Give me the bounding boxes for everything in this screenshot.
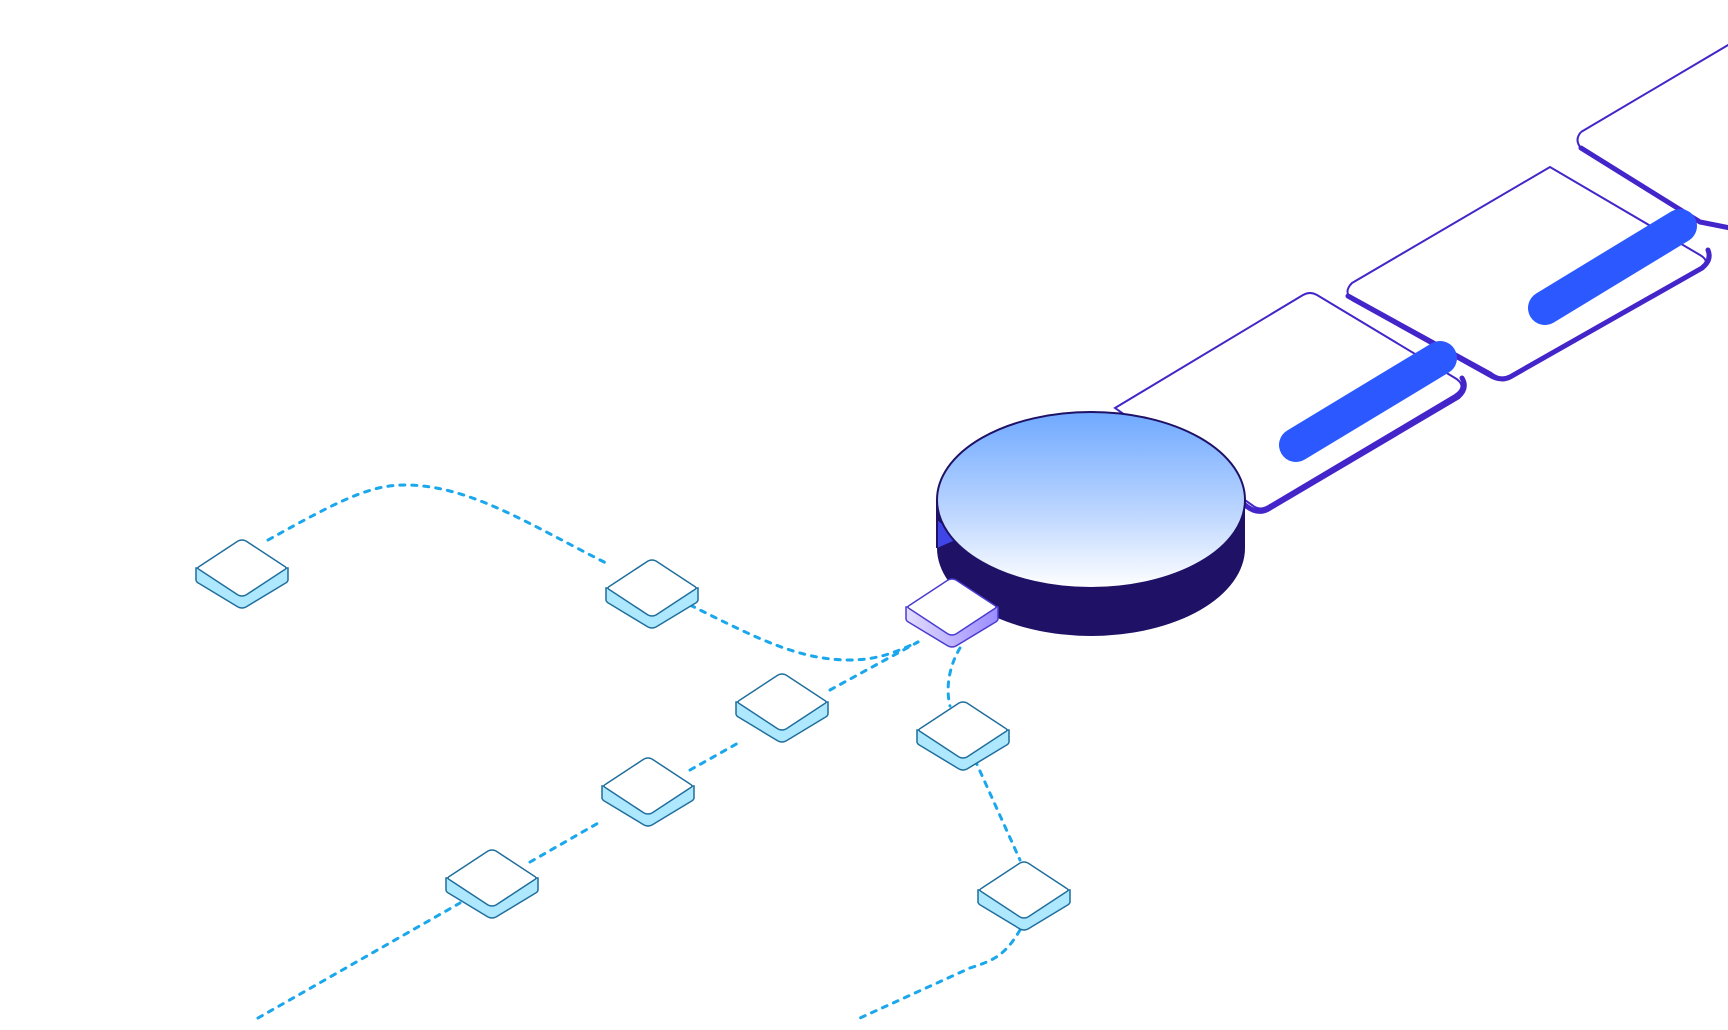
node-1-top (197, 539, 287, 597)
node-3-top (737, 673, 827, 731)
card-2-bar (1528, 209, 1697, 325)
connector-path-upper (266, 483, 612, 567)
node-4-isometric-tile-icon (601, 757, 695, 827)
node-6-top (918, 701, 1008, 759)
node-5-top (447, 849, 537, 907)
connector-path-bottom (858, 928, 1022, 1020)
card-3 (1576, 43, 1728, 240)
hub-node-top (907, 578, 997, 636)
node-7-top (979, 861, 1069, 919)
card-2 (1345, 165, 1712, 382)
node-3-isometric-tile-icon (735, 673, 829, 743)
node-2-isometric-tile-icon (605, 559, 699, 629)
card-1-bar (1279, 341, 1457, 462)
card-stack (1113, 43, 1728, 514)
node-6-isometric-tile-icon (916, 701, 1010, 771)
hub-disc (936, 411, 1246, 636)
node-7-isometric-tile-icon (977, 861, 1071, 931)
node-2-top (607, 559, 697, 617)
node-1-isometric-tile-icon (195, 539, 289, 609)
connector-path-diagonal (256, 640, 920, 1020)
node-5-isometric-tile-icon (445, 849, 539, 919)
node-4-top (603, 757, 693, 815)
connectors (256, 483, 1022, 1020)
connector-path-down (946, 646, 1022, 862)
hub-node-isometric-tile-highlighted-icon (905, 578, 999, 648)
nodes (195, 539, 1071, 931)
connector-path-curve (688, 603, 920, 662)
